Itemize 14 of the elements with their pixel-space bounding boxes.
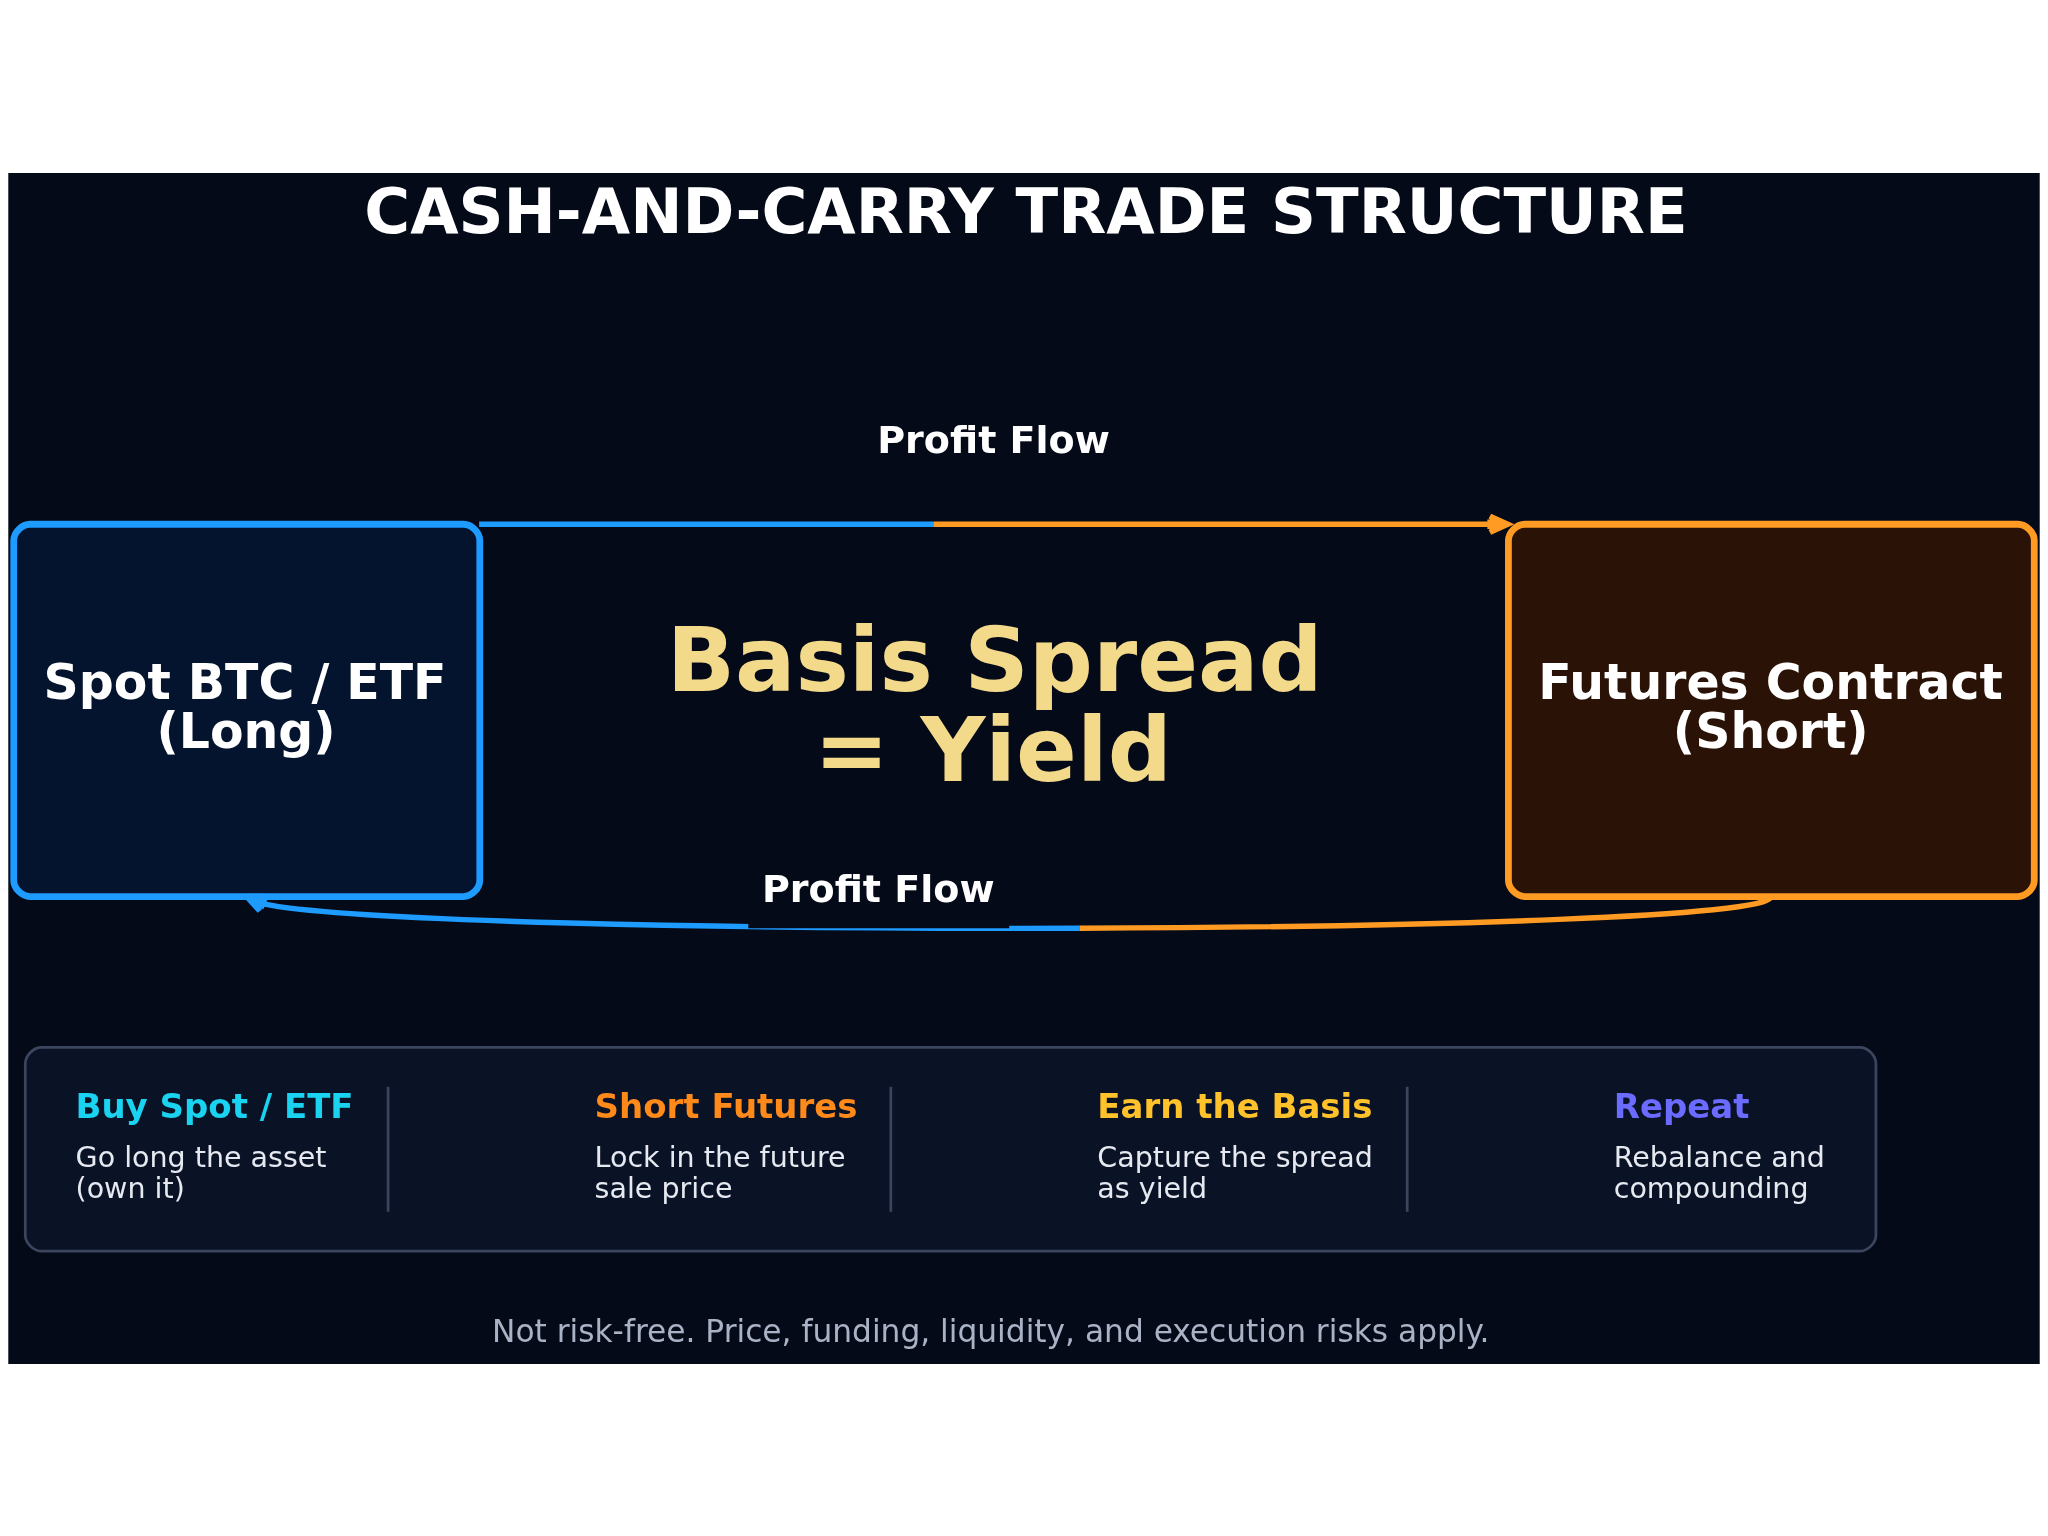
cluster <box>23 1045 1878 1253</box>
label: Basis Spread = Yield <box>666 607 1323 802</box>
label: Not risk-free. Price, funding, liquidity, and execution risks apply. <box>492 1312 1490 1349</box>
node-box: Spot BTC / ETF (Long) <box>10 520 484 900</box>
edge-label: Profit Flow <box>761 866 995 911</box>
node-text: Earn the Basis Capture the spread as yield <box>1097 1085 1373 1205</box>
edge-label: Profit Flow <box>877 417 1110 462</box>
node-text: Repeat Rebalance and compounding <box>1613 1085 1825 1205</box>
diagram-title: CASH-AND-CARRY TRADE STRUCTURE <box>364 174 1688 248</box>
node-text: Buy Spot / ETF Go long the asset (own it) <box>75 1085 354 1205</box>
arrow <box>479 513 1511 535</box>
node-box: Futures Contract (Short) <box>1505 520 2038 900</box>
arrow <box>244 893 1773 931</box>
node-text: Short Futures Lock in the future sale price <box>594 1085 858 1205</box>
